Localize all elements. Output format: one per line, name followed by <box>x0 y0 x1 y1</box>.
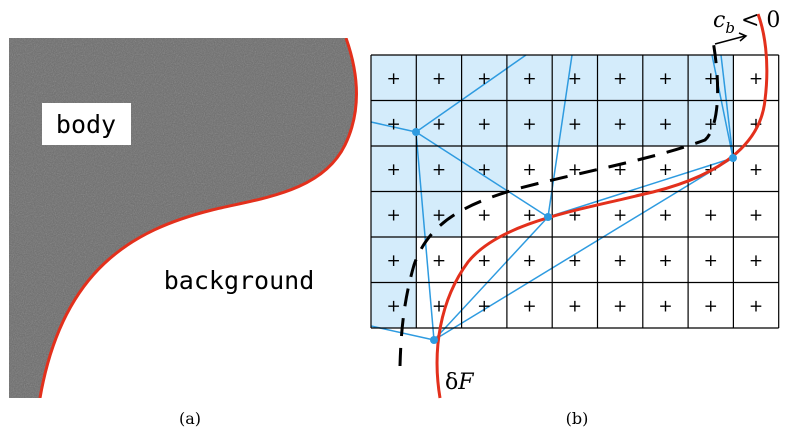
pixel-center-marker: + <box>387 205 401 225</box>
pixel-center-marker: + <box>477 160 491 180</box>
pixel-center-marker: + <box>387 296 401 316</box>
pixel-center-marker: + <box>613 69 627 89</box>
pixel-center-marker: + <box>522 114 536 134</box>
inside-cell-fills <box>371 55 734 328</box>
mesh-vertex <box>544 213 552 221</box>
pixel-center-marker: + <box>432 205 446 225</box>
inside-cell <box>461 55 507 101</box>
pixel-center-marker: + <box>522 205 536 225</box>
inside-cell <box>416 55 462 101</box>
pixel-center-marker: + <box>522 69 536 89</box>
caption-a: (a) <box>179 409 201 428</box>
pixel-center-marker: + <box>658 205 672 225</box>
pixel-center-marker: + <box>432 114 446 134</box>
mesh-edge <box>720 54 734 159</box>
pixel-center-marker: + <box>477 114 491 134</box>
pixel-centers: + + + + + + + + + + + + + + + + + + + + + + + + + + + + + + + + + + + + + + + +… <box>387 69 764 317</box>
pixel-center-marker: + <box>658 296 672 316</box>
inside-cell <box>371 55 417 101</box>
body-boundary-curve <box>38 38 358 398</box>
pixel-center-marker: + <box>613 205 627 225</box>
pixel-center-marker: + <box>387 69 401 89</box>
pixel-center-marker: + <box>749 69 763 89</box>
offset-contour-dashed <box>398 34 720 367</box>
mesh-edge <box>711 54 734 159</box>
body-label: body <box>56 110 116 139</box>
pixel-center-marker: + <box>613 296 627 316</box>
boundary-curve-dF <box>435 13 769 399</box>
pixel-center-marker: + <box>749 251 763 271</box>
pixel-center-marker: + <box>749 205 763 225</box>
pixel-center-marker: + <box>568 296 582 316</box>
pixel-center-marker: + <box>477 205 491 225</box>
inside-cell <box>597 100 643 146</box>
inside-cell <box>461 146 507 192</box>
panel-b: + + + + + + + + + + + + + + + + + + + + + + + + + + + + + + + + + + + + + + + +… <box>370 8 780 399</box>
inside-cell <box>371 237 417 283</box>
pixel-center-marker: + <box>522 296 536 316</box>
panel-a <box>9 38 358 398</box>
mesh-vertices <box>412 128 737 344</box>
pixel-center-marker: + <box>749 296 763 316</box>
pixel-center-marker: + <box>704 69 718 89</box>
cb-arrow <box>714 32 748 45</box>
pixel-center-marker: + <box>477 296 491 316</box>
mesh-vertex <box>430 336 438 344</box>
mesh-vertex <box>412 128 420 136</box>
pixel-center-marker: + <box>704 205 718 225</box>
pixel-grid <box>370 54 780 329</box>
pixel-center-marker: + <box>387 251 401 271</box>
inside-cell <box>461 100 507 146</box>
pixel-center-marker: + <box>658 114 672 134</box>
pixel-center-marker: + <box>477 69 491 89</box>
pixel-center-marker: + <box>658 69 672 89</box>
pixel-center-marker: + <box>613 251 627 271</box>
dF-annotation: δF <box>445 370 474 395</box>
inside-cell <box>597 55 643 101</box>
caption-b: (b) <box>566 409 589 428</box>
pixel-center-marker: + <box>522 251 536 271</box>
inside-cell <box>371 146 417 192</box>
pixel-center-marker: + <box>613 114 627 134</box>
body-label-box <box>42 103 131 145</box>
background-label: background <box>164 266 315 295</box>
inside-cell <box>552 55 598 101</box>
pixel-center-marker: + <box>749 160 763 180</box>
pixel-center-marker: + <box>387 114 401 134</box>
pixel-center-marker: + <box>432 69 446 89</box>
mesh-edge <box>370 121 417 133</box>
inside-cell <box>371 191 417 237</box>
pixel-center-marker: + <box>568 251 582 271</box>
mesh-edge <box>415 131 435 341</box>
mesh-edge <box>547 157 734 218</box>
inside-cell <box>506 100 553 146</box>
inside-cell <box>416 146 462 192</box>
inside-cell <box>416 100 462 146</box>
pixel-center-marker: + <box>704 296 718 316</box>
inside-cell <box>642 100 689 146</box>
mesh-edge <box>415 54 527 133</box>
pixel-center-marker: + <box>704 251 718 271</box>
inside-cell <box>642 55 689 101</box>
pixel-center-marker: + <box>658 160 672 180</box>
pixel-center-marker: + <box>658 251 672 271</box>
pixel-center-marker: + <box>432 251 446 271</box>
mesh-edge <box>433 157 734 341</box>
pixel-center-marker: + <box>568 69 582 89</box>
pixel-center-marker: + <box>387 160 401 180</box>
cb-annotation: cb< 0 <box>713 8 780 37</box>
pixel-center-marker: + <box>568 160 582 180</box>
mesh-vertex <box>729 154 737 162</box>
pixel-center-marker: + <box>568 114 582 134</box>
pixel-center-marker: + <box>432 160 446 180</box>
pixel-center-marker: + <box>477 251 491 271</box>
pixel-center-marker: + <box>522 160 536 180</box>
